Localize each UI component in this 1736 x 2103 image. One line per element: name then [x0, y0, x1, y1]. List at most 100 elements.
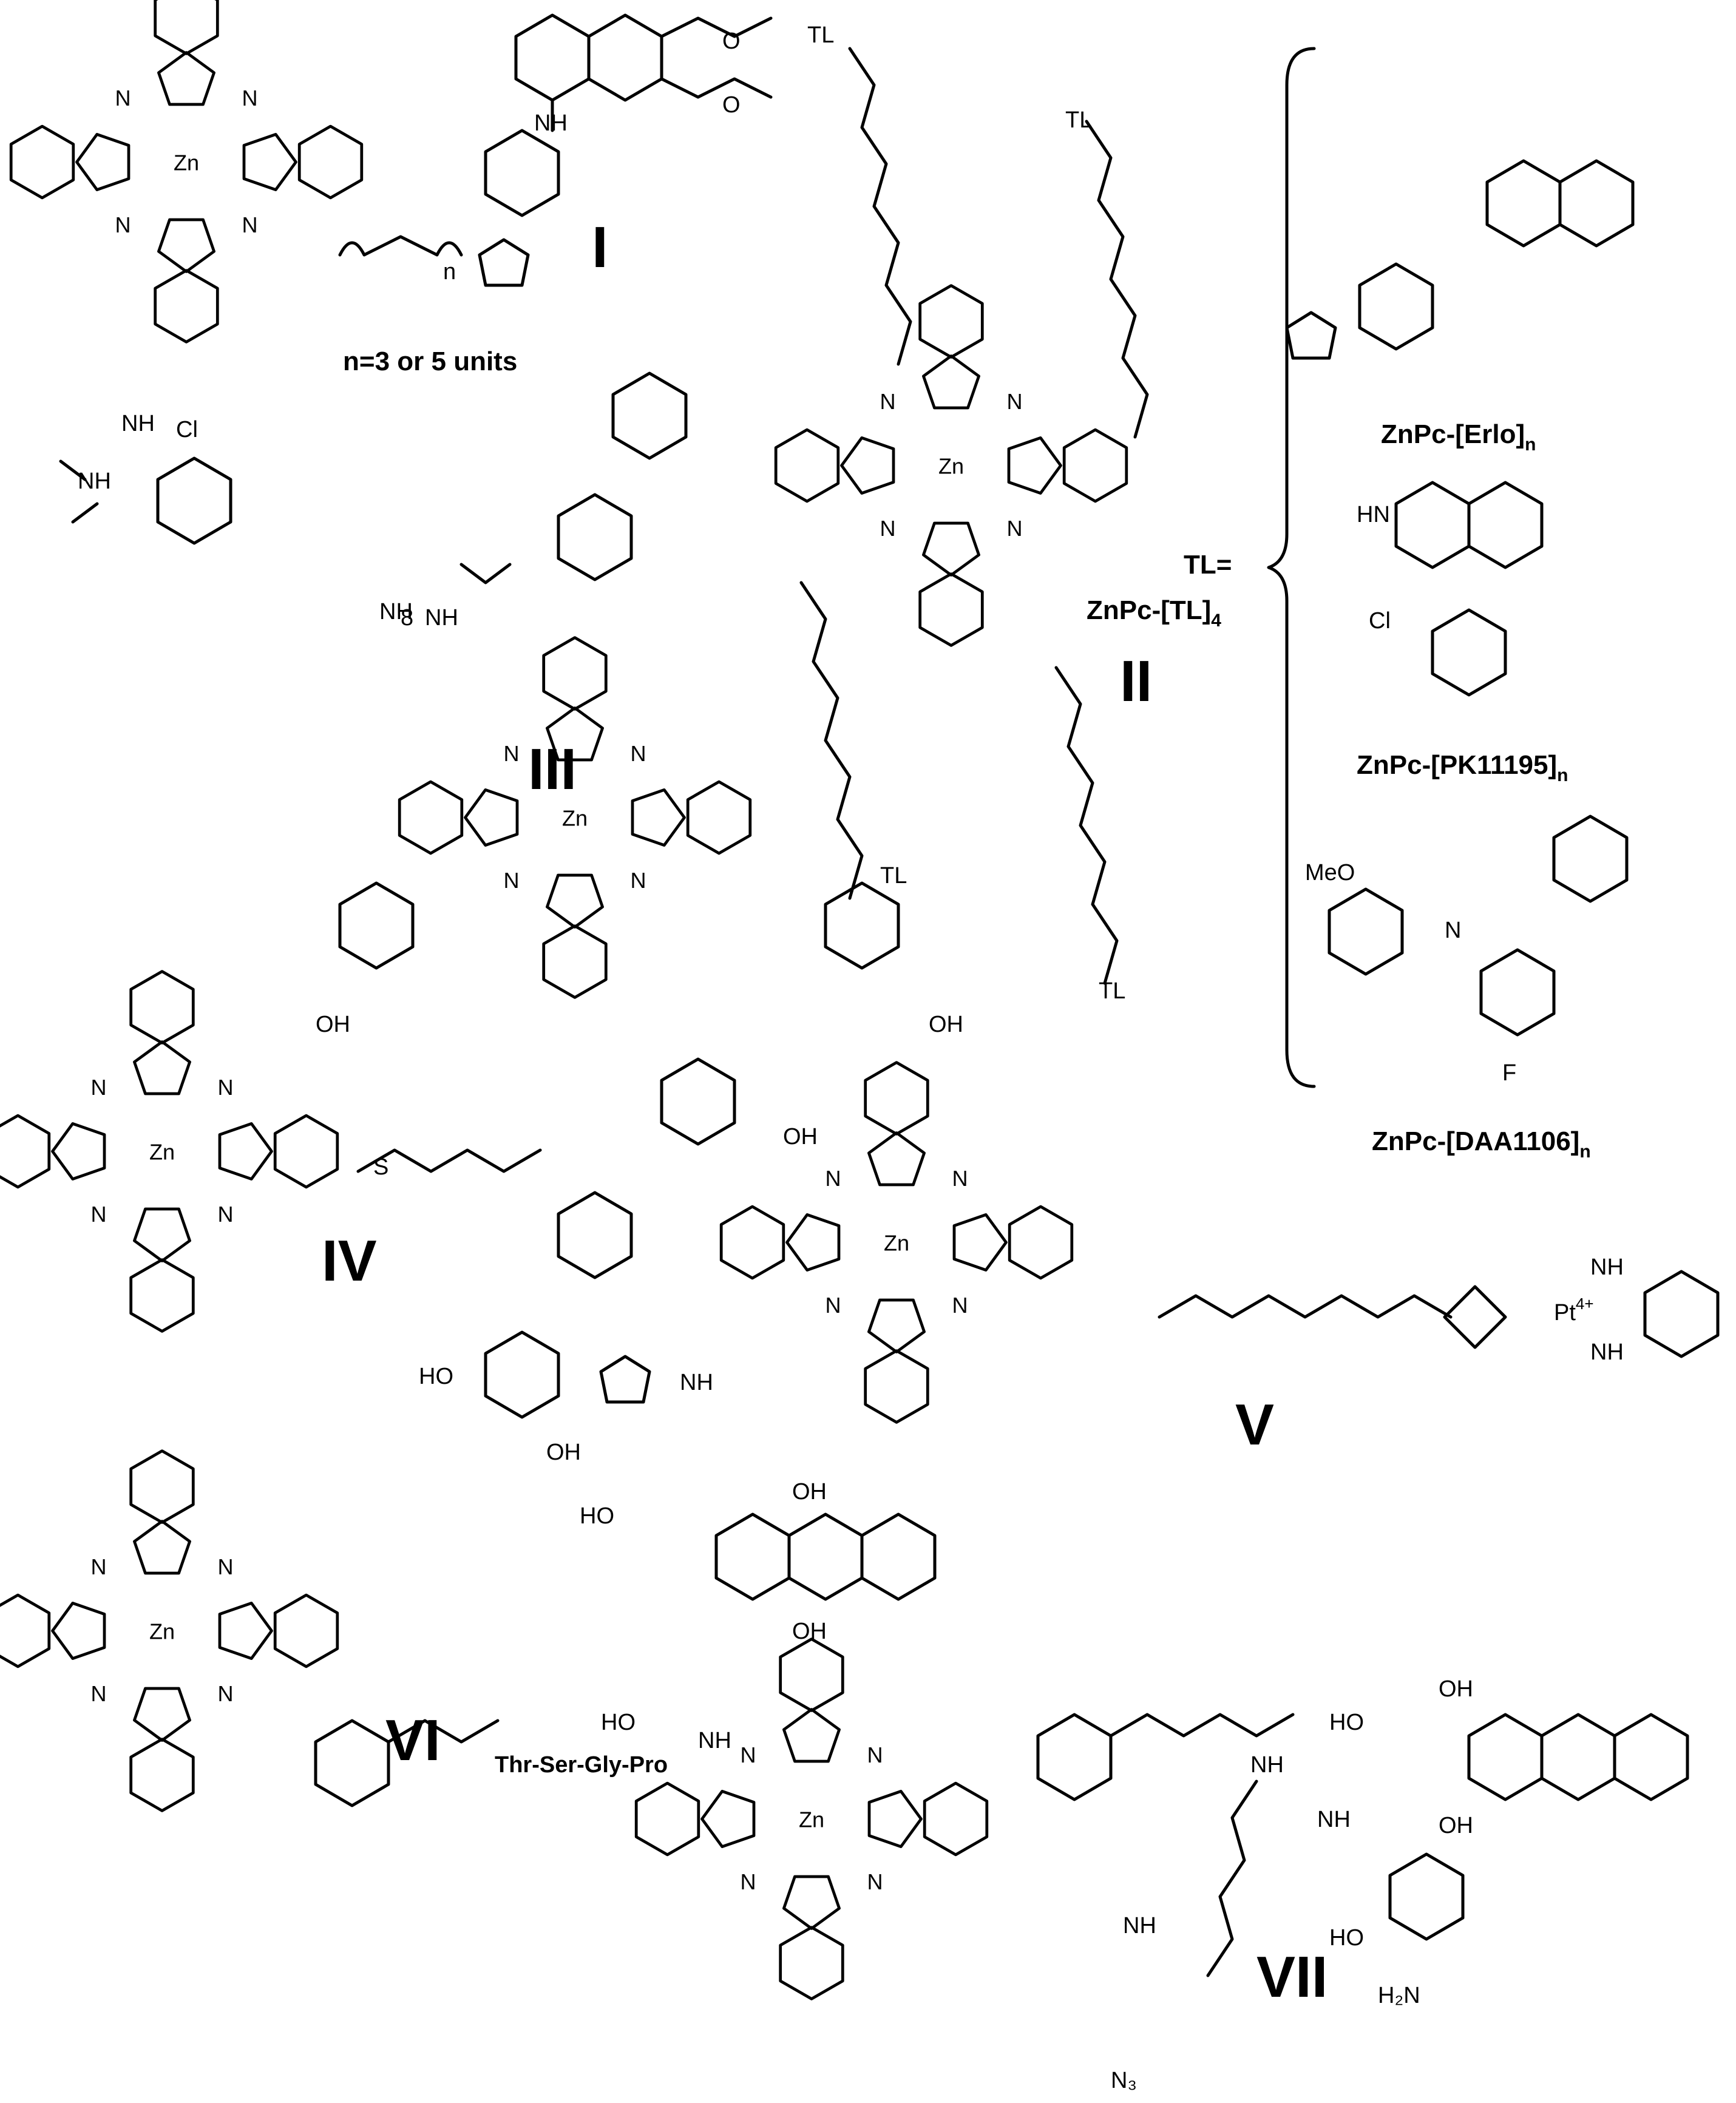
benzo-ring: [1062, 428, 1128, 503]
tl-brace: [1267, 47, 1316, 1088]
pyrrole-ring: [700, 1790, 756, 1848]
pyrrole-ring: [785, 1213, 841, 1272]
meso-n-atom: N: [825, 1166, 841, 1191]
compound-i-structure: N N N N Zn: [9, 0, 773, 344]
benzo-ring: [273, 1114, 339, 1189]
compound-iv-oh-atom: OH: [546, 1440, 581, 1465]
compound-vii-nh-atom-2: NH: [1317, 1807, 1351, 1832]
peptide-sequence: Thr-Ser-Gly-Pro: [495, 1752, 668, 1778]
meso-n-atom: N: [825, 1293, 841, 1318]
compound-vii-ho-atom: HO: [1329, 1710, 1364, 1735]
pyrrole-ring: [157, 218, 215, 273]
benzo-ring: [154, 0, 219, 55]
compound-v-structure: N N N N Zn: [719, 1061, 1720, 1424]
compound-vii-nh-atom-1: NH: [1250, 1752, 1284, 1778]
compound-v-nh-atom-2: NH: [1590, 1339, 1624, 1365]
compound-i-o-atom-1: O: [722, 29, 741, 54]
pyrrole-ring: [867, 1790, 923, 1848]
meso-n-atom: N: [952, 1166, 968, 1191]
pyrrole-ring: [922, 521, 980, 577]
compound-vii-ho-atom-2: HO: [1329, 1925, 1364, 1951]
pyrrole-ring: [218, 1122, 273, 1180]
daa1106-n-atom: N: [1445, 918, 1461, 943]
compound-v-pt-atom: Pt4+: [1554, 1295, 1594, 1326]
compound-ii-tl-atom-2: TL: [1065, 107, 1092, 133]
compound-vi-ho-atom-2: HO: [601, 1710, 636, 1735]
pyrrole-ring: [75, 133, 131, 191]
pyrrole-ring: [133, 1520, 191, 1575]
benzo-ring: [297, 124, 364, 200]
pyrrole-ring: [464, 788, 519, 847]
meso-n-atom: N: [90, 1202, 106, 1227]
meso-n-atom: N: [740, 1869, 756, 1894]
tl-equals-label: TL=: [1184, 550, 1232, 580]
benzo-ring: [0, 1593, 51, 1668]
benzo-ring: [864, 1061, 929, 1136]
zinc-atom: Zn: [149, 1139, 175, 1164]
repeat-units-note: n=3 or 5 units: [343, 347, 517, 376]
zinc-atom: Zn: [149, 1619, 175, 1644]
caption-znpc-pk11195: ZnPc-[PK11195]n: [1357, 750, 1568, 785]
zinc-atom: Zn: [884, 1230, 909, 1255]
benzo-ring: [0, 1114, 51, 1189]
benzo-ring: [129, 1738, 195, 1812]
compound-iii-n-sub-8: 8: [401, 605, 413, 631]
erlo-structure: [1285, 159, 1635, 360]
pyrrole-ring: [218, 1602, 273, 1660]
meso-n-atom: N: [217, 1554, 233, 1579]
meso-n-atom: N: [217, 1681, 233, 1706]
benzo-ring: [774, 428, 840, 503]
benzo-ring: [634, 1781, 700, 1857]
meso-n-atom: N: [90, 1075, 106, 1100]
benzo-ring: [9, 124, 75, 200]
compound-iv-label: IV: [322, 1228, 377, 1293]
benzo-ring: [398, 780, 464, 855]
pyrrole-ring: [242, 133, 297, 191]
daa1106-structure: [1327, 814, 1629, 1037]
meso-n-atom: N: [880, 516, 895, 541]
meso-n-atom: N: [115, 212, 131, 237]
compound-vii-n3-atom: N₃: [1111, 2068, 1137, 2093]
pyrrole-ring: [782, 1708, 841, 1763]
benzo-ring: [129, 1449, 195, 1524]
caption-znpc-daa1106: ZnPc-[DAA1106]n: [1372, 1126, 1591, 1162]
compound-v-nh-atom-1: NH: [1590, 1255, 1624, 1280]
compound-i-n-sub: n: [443, 259, 456, 285]
pyrrole-ring: [867, 1131, 926, 1187]
compound-iii-oh-atom-1: OH: [316, 1012, 350, 1037]
compound-iv-s-atom: S: [373, 1154, 388, 1180]
pk11195-structure: [1394, 481, 1544, 697]
pyrrole-ring: [1007, 436, 1062, 495]
meso-n-atom: N: [1006, 389, 1022, 414]
meso-n-atom: N: [242, 212, 257, 237]
meso-n-atom: N: [1006, 516, 1022, 541]
meso-n-atom: N: [242, 86, 257, 110]
compound-i-o-atom-2: O: [722, 92, 741, 118]
meso-n-atom: N: [217, 1075, 233, 1100]
compound-vii-oh-atom-2: OH: [1439, 1813, 1473, 1838]
meso-n-atom: N: [503, 868, 519, 893]
benzo-ring: [779, 1926, 844, 2000]
pyrrole-ring: [133, 1040, 191, 1096]
benzo-ring: [923, 1781, 989, 1857]
compound-vii-oh-atom-1: OH: [1439, 1676, 1473, 1702]
meso-n-atom: N: [952, 1293, 968, 1318]
meso-n-atom: N: [630, 741, 646, 766]
pk11195-hn-atom: HN: [1357, 502, 1390, 527]
benzo-ring: [542, 924, 608, 999]
compound-i-label: I: [592, 215, 608, 280]
compound-iii-oh-atom-2: OH: [929, 1012, 963, 1037]
pyrrole-ring: [133, 1207, 191, 1262]
caption-znpc-tl4: ZnPc-[TL]4: [1087, 595, 1221, 631]
zinc-atom: Zn: [799, 1807, 824, 1832]
zinc-atom: Zn: [174, 150, 199, 175]
compound-i-nh-atom: NH: [534, 110, 568, 136]
daa1106-meo-atom: MeO: [1305, 860, 1355, 886]
meso-n-atom: N: [115, 86, 131, 110]
meso-n-atom: N: [867, 1869, 883, 1894]
